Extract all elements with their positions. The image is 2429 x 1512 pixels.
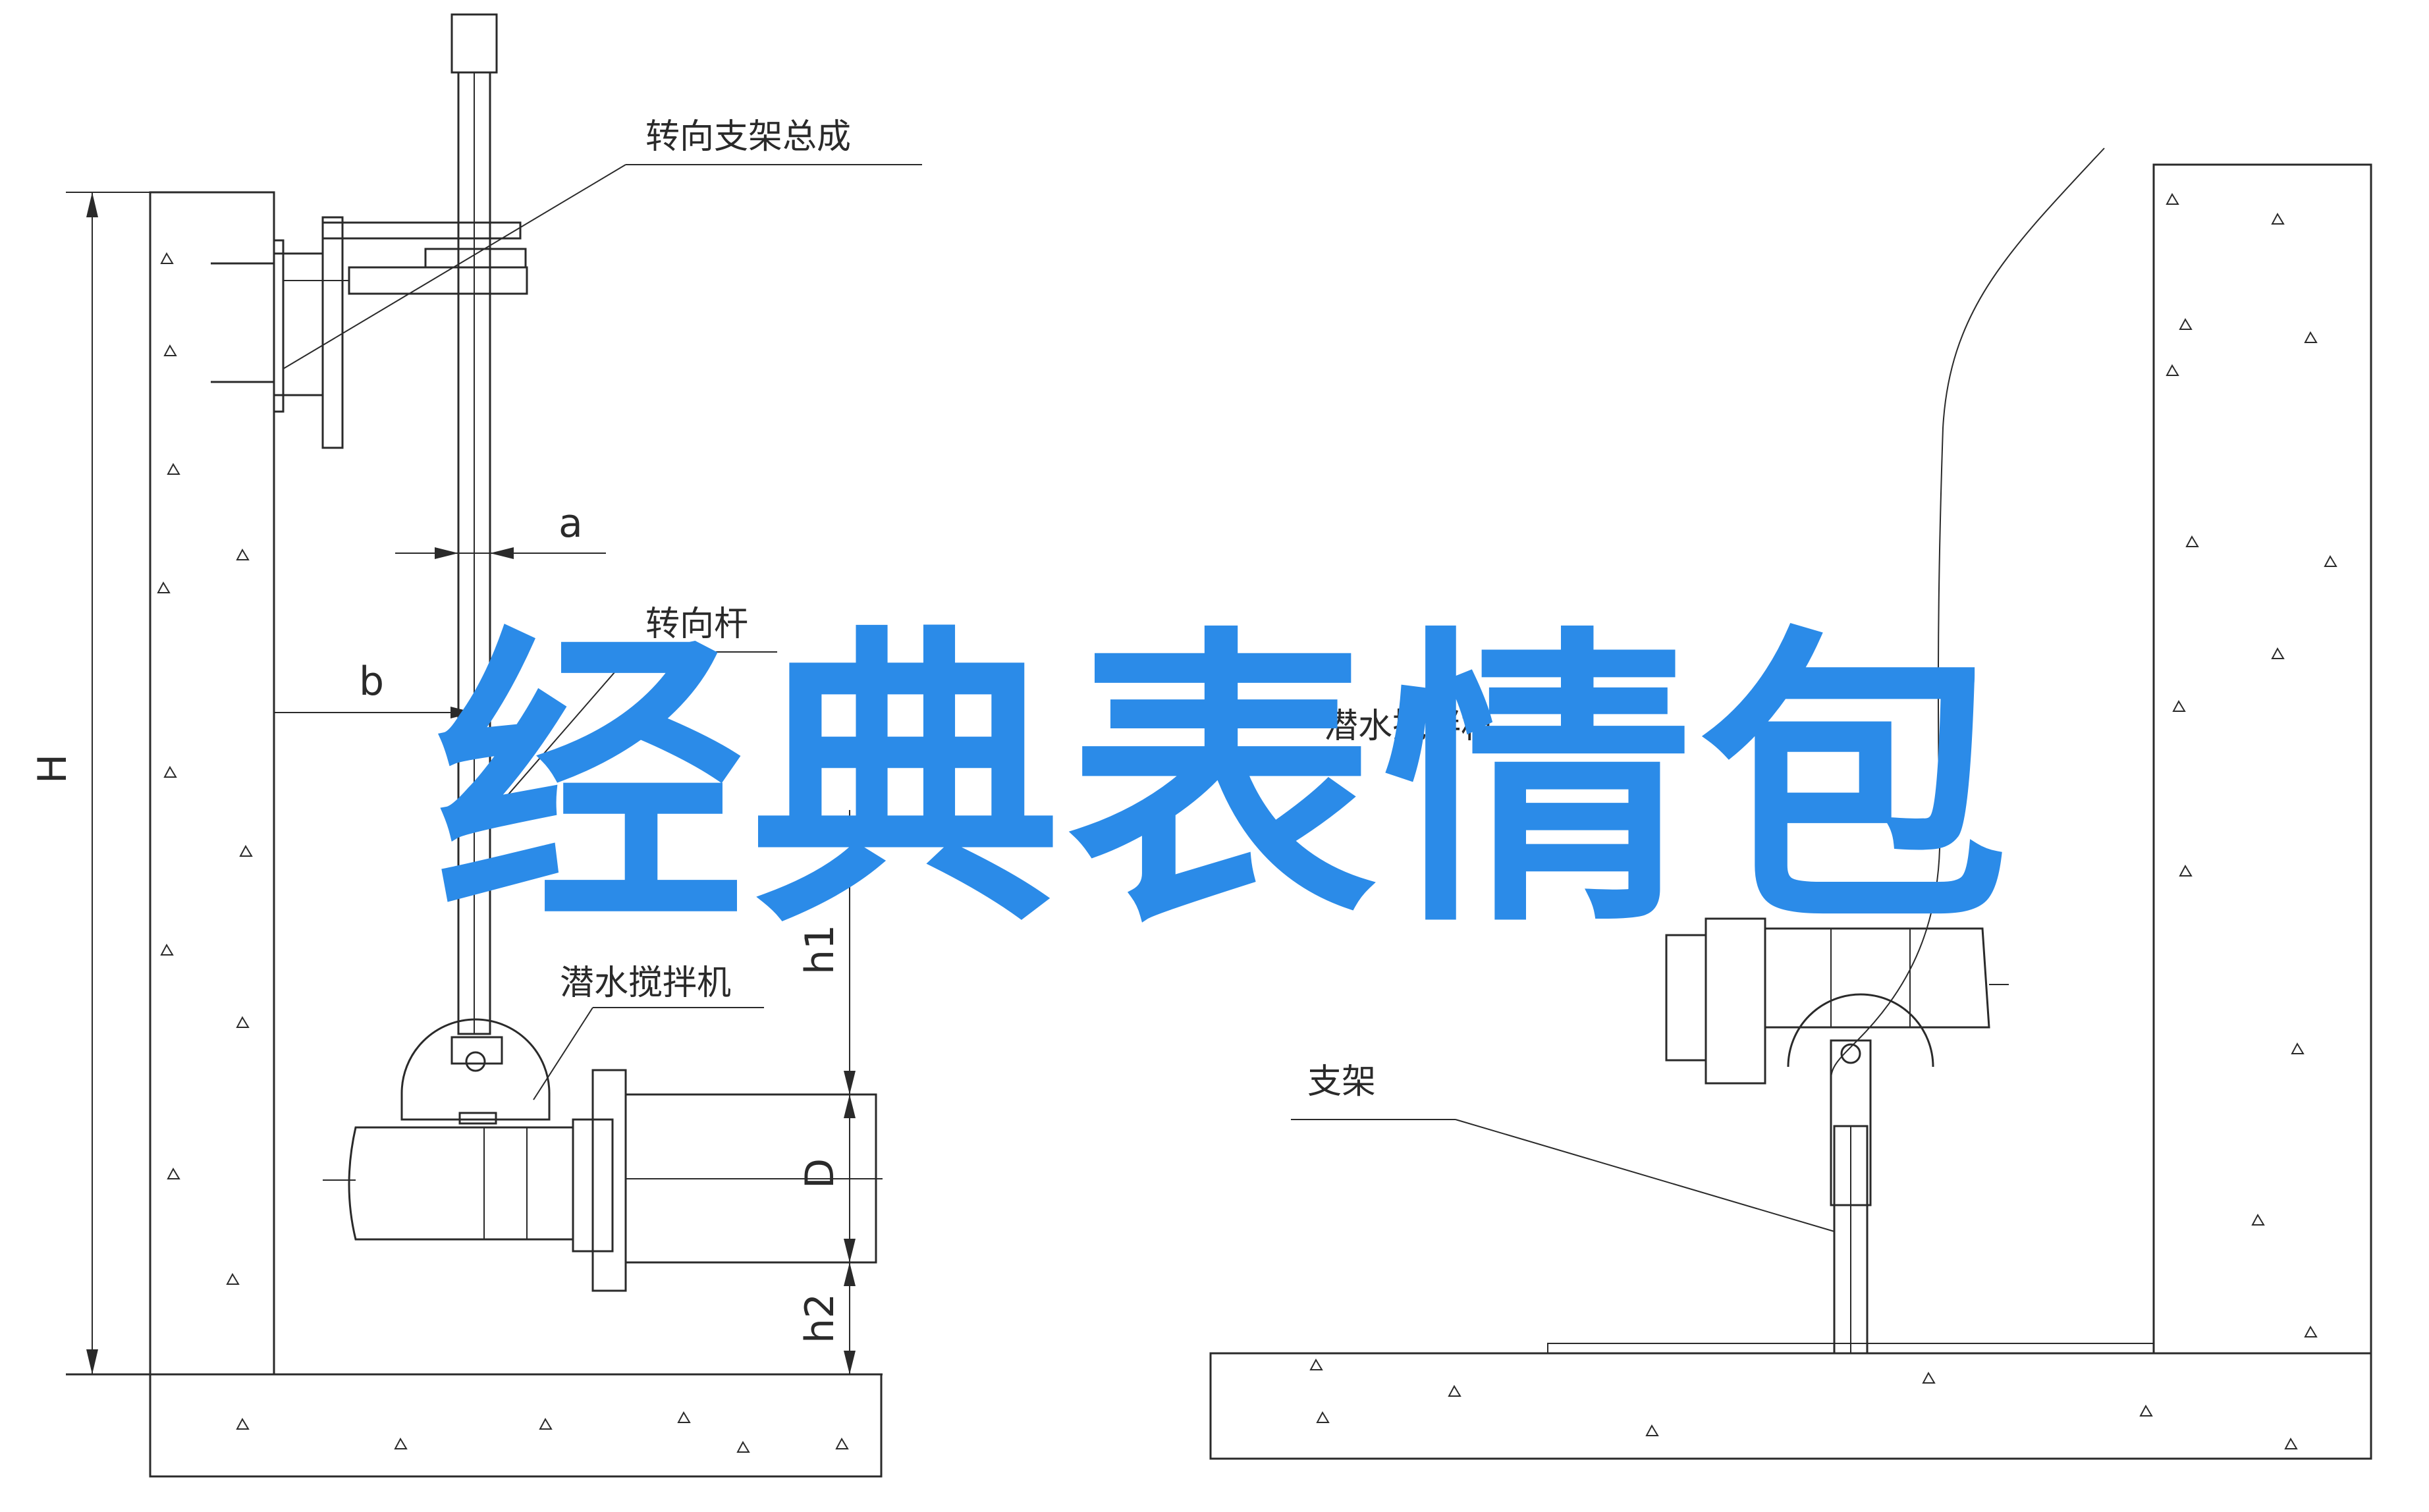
dim-label-h2: h2	[797, 1293, 843, 1343]
label-bracket: 支架	[1307, 1062, 1376, 1102]
wall-mount-bracket	[211, 216, 344, 449]
left-concrete-floor	[149, 1373, 883, 1478]
overlay-title-text: 经典表情包	[435, 603, 2015, 963]
left-mixer-body	[323, 1018, 883, 1292]
dim-label-h1: h1	[797, 925, 843, 975]
left-concrete-texture	[157, 252, 849, 1453]
dim-label-H: H	[30, 754, 76, 784]
right-concrete-floor	[1209, 1352, 2372, 1460]
dim-label-b: b	[359, 659, 384, 705]
right-installation: 潜水搅拌机 支架	[1209, 148, 2372, 1460]
label-submersible-mixer-partial: 潜水搅拌机	[1324, 707, 1495, 746]
support-stand	[1833, 1125, 1869, 1355]
dimension-a	[395, 547, 606, 559]
label-steering-bracket-assembly: 转向支架总成	[645, 117, 851, 157]
dimension-h1-D-h2	[751, 810, 876, 1374]
left-installation: 转向支架总成 转向杆 潜水搅拌机 a b H h1 D h2	[30, 13, 922, 1478]
right-concrete-texture	[1309, 192, 2337, 1449]
leader-line-bracket	[283, 164, 626, 369]
label-submersible-mixer: 潜水搅拌机	[560, 963, 731, 1003]
dim-label-a: a	[559, 500, 583, 547]
water-surface-curve	[1830, 148, 2105, 1081]
dimension-b	[274, 707, 474, 718]
dimension-H	[66, 192, 150, 1374]
right-mixer-body	[1665, 917, 2009, 1206]
dim-label-D: D	[797, 1158, 843, 1189]
label-steering-rod: 转向杆	[645, 605, 748, 644]
